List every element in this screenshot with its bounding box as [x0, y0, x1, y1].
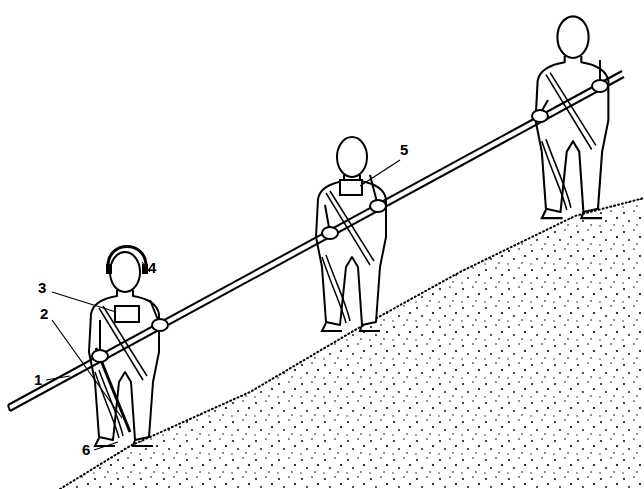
leader-line — [360, 160, 400, 186]
instrument-box — [340, 180, 362, 195]
hand — [370, 200, 386, 212]
headphones — [108, 247, 146, 267]
leader-line — [46, 376, 70, 380]
arm — [100, 60, 600, 355]
callout-number: 4 — [148, 260, 156, 276]
hand — [592, 80, 608, 92]
leader-line — [52, 320, 122, 418]
callout-number: 3 — [38, 280, 46, 296]
hand — [322, 227, 338, 239]
hand — [92, 350, 108, 362]
callout-number: 6 — [82, 442, 90, 458]
pole — [8, 71, 622, 405]
pole-end — [8, 405, 10, 411]
callout-number: 5 — [400, 142, 408, 158]
headphones — [106, 264, 112, 274]
pole — [10, 77, 624, 411]
instrument-box — [115, 306, 139, 322]
leader-line — [94, 442, 118, 450]
callout-number: 1 — [34, 372, 42, 388]
hand — [152, 319, 168, 331]
hand — [532, 110, 548, 122]
callout-number: 2 — [40, 306, 48, 322]
operator-figure — [316, 137, 386, 331]
leader-line — [52, 292, 116, 312]
